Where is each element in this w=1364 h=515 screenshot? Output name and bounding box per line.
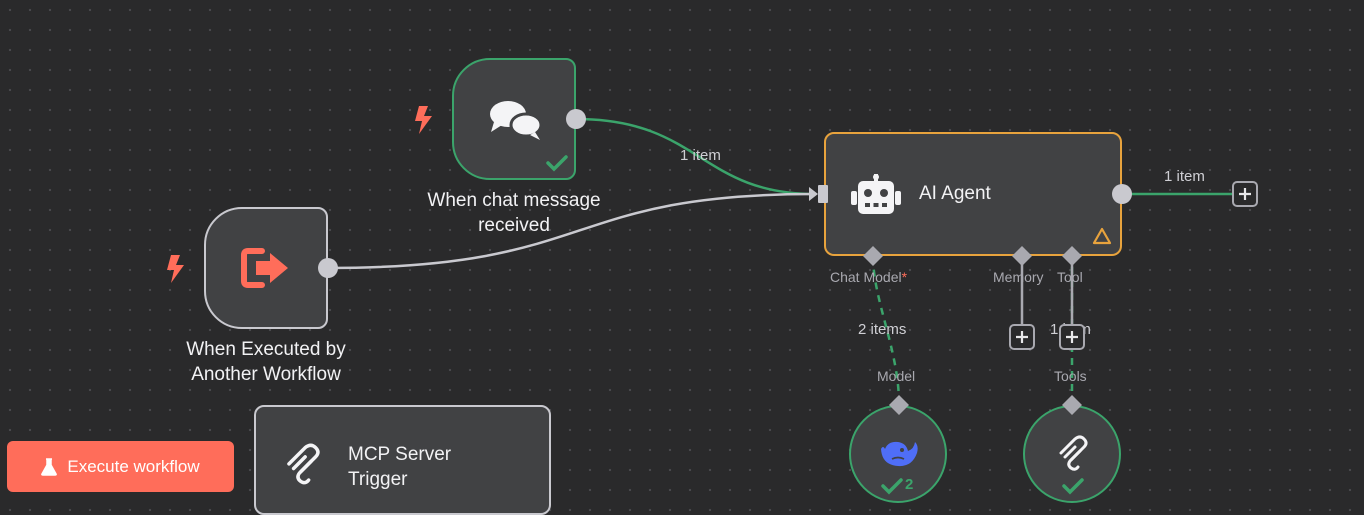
memory-port-diamond[interactable] [1011, 245, 1033, 267]
flask-icon [41, 457, 58, 476]
ai-agent-input-handle[interactable] [817, 185, 829, 203]
robot-icon [851, 174, 901, 214]
deepseek-model-node[interactable]: 2 [849, 405, 947, 503]
tool-port-label: Tool [1057, 269, 1083, 285]
tools-port-label: Tools [1054, 368, 1087, 384]
ai-agent-output-handle[interactable] [1111, 183, 1133, 205]
run-count-badge: 2 [905, 476, 914, 493]
chat-model-port-label: Chat Model* [830, 269, 908, 285]
chat-trigger-node[interactable] [452, 58, 576, 180]
edge-label-output: 1 item [1164, 168, 1205, 185]
edge-label-chat: 1 item [680, 147, 721, 164]
warning-icon [1092, 227, 1112, 245]
mcp-logo-icon [1059, 435, 1088, 471]
add-memory-button[interactable] [1009, 324, 1035, 350]
trigger-bolt-icon [167, 255, 184, 283]
plus-icon [1016, 331, 1028, 343]
edge-label-model: 2 items [858, 321, 907, 338]
execute-workflow-label: Execute workflow [67, 456, 200, 476]
ai-agent-node[interactable]: AI Agent [824, 132, 1122, 256]
tool-port-diamond[interactable] [1061, 245, 1083, 267]
edge-chat-to-agent[interactable] [575, 117, 816, 196]
edge-model-to-agent[interactable] [871, 255, 901, 405]
model-port-label: Model [877, 368, 916, 384]
connections-layer [327, 117, 1232, 405]
add-tool-button[interactable] [1059, 324, 1085, 350]
mcp-tool-node[interactable] [1023, 405, 1121, 503]
deepseek-whale-icon [881, 441, 918, 467]
plus-icon [1239, 188, 1251, 200]
plus-icon [1066, 331, 1078, 343]
chat-model-port-diamond[interactable] [862, 245, 884, 267]
exec-trigger-label: When Executed by Another Workflow [186, 339, 346, 385]
chat-trigger-output-handle[interactable] [565, 108, 587, 130]
trigger-bolt-icon [415, 106, 432, 134]
success-check-icon [546, 155, 568, 172]
add-node-after-agent-button[interactable] [1232, 181, 1258, 207]
memory-port-label: Memory [993, 269, 1044, 285]
tools-output-diamond[interactable] [1061, 394, 1083, 416]
mcp-logo-icon [287, 443, 320, 485]
ai-agent-label: AI Agent [919, 183, 991, 204]
success-check-icon [1062, 478, 1084, 495]
model-output-diamond[interactable] [888, 394, 910, 416]
execute-workflow-button[interactable]: Execute workflow [7, 441, 234, 492]
execute-workflow-icon [241, 248, 288, 288]
arrow-into-agent [809, 187, 818, 201]
exec-trigger-output-handle[interactable] [317, 257, 339, 279]
chat-trigger-label: When chat message received [427, 190, 601, 236]
edge-exec-to-agent[interactable] [327, 192, 816, 270]
mcp-server-trigger-node[interactable]: MCP Server Trigger [254, 405, 551, 515]
chat-bubbles-icon [490, 101, 543, 140]
success-check-icon [881, 478, 903, 495]
mcp-server-trigger-label: MCP Server Trigger [348, 444, 452, 490]
exec-trigger-node[interactable] [204, 207, 328, 329]
